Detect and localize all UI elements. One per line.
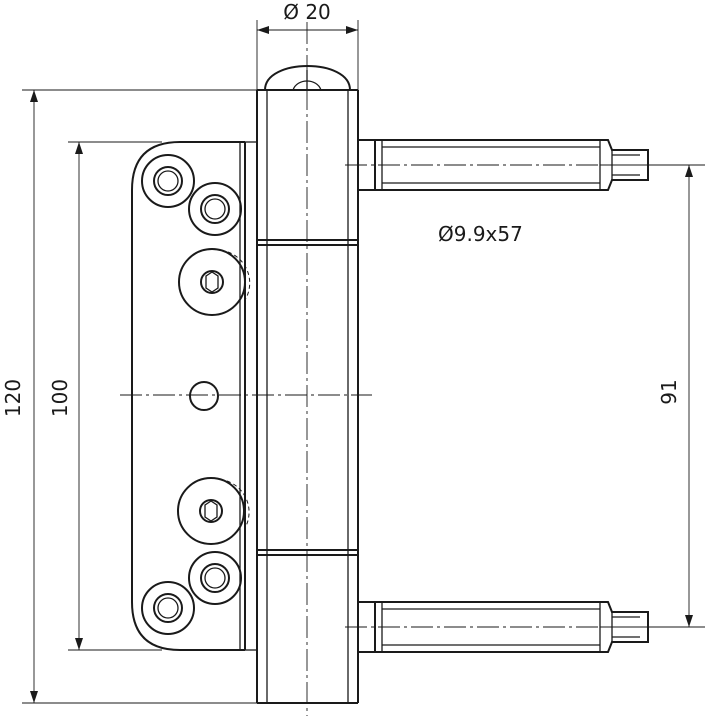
hinge-barrel bbox=[256, 89, 359, 704]
screw-hole-top-inner bbox=[188, 182, 242, 236]
pin-cap bbox=[264, 65, 351, 91]
center-pin-hole bbox=[189, 381, 219, 411]
adjust-hole-upper bbox=[178, 248, 251, 316]
plate-height-label: 100 bbox=[48, 379, 72, 417]
upper-bolt bbox=[358, 139, 649, 191]
bolt-spacing-label: 91 bbox=[657, 379, 681, 404]
adjust-hole-lower bbox=[177, 477, 250, 545]
center-lines bbox=[120, 22, 668, 716]
lower-bolt bbox=[358, 601, 649, 653]
screw-hole-bottom-inner bbox=[188, 551, 242, 605]
plate-height-dimension: 100 bbox=[48, 141, 162, 651]
screw-hole-bottom-outer bbox=[141, 581, 195, 635]
bolt-spacing-dimension: 91 bbox=[600, 164, 705, 628]
overall-height-dimension: 120 bbox=[1, 89, 258, 704]
pin-diameter-label: Ø 20 bbox=[283, 0, 331, 24]
bolt-spec-label: Ø9.9x57 bbox=[438, 222, 523, 246]
overall-height-label: 120 bbox=[1, 379, 25, 417]
mounting-plate bbox=[131, 141, 257, 651]
screw-hole-top-outer bbox=[141, 154, 195, 208]
pin-diameter-dimension: Ø 20 bbox=[256, 0, 359, 90]
